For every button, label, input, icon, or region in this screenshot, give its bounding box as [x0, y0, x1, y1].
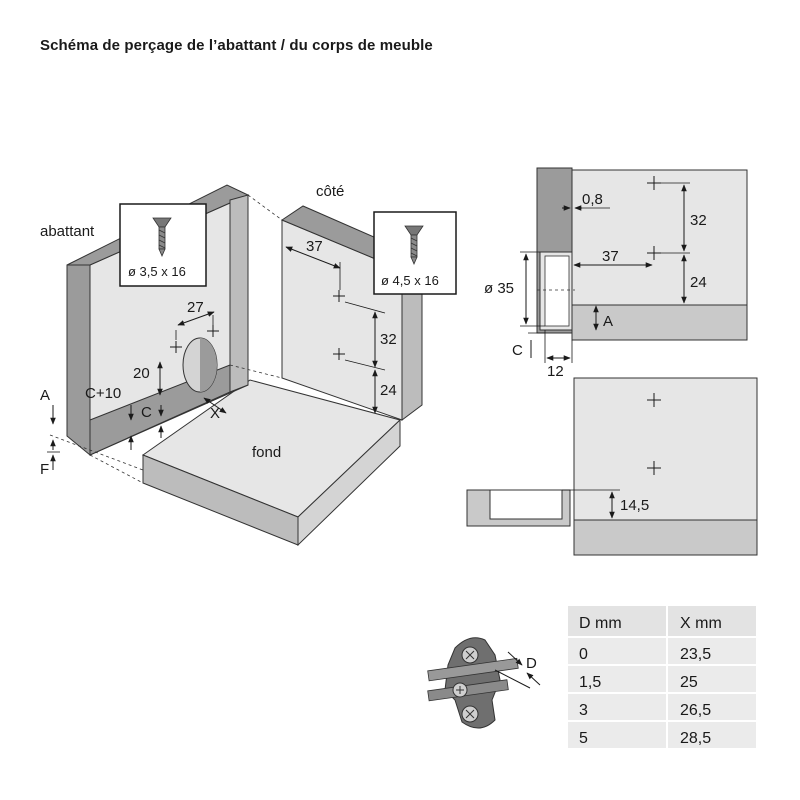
right-dim-32-label: 32 — [690, 212, 707, 229]
screw-spec-abattant: ø 3,5 x 16 — [128, 264, 186, 279]
table-cell: 25 — [680, 674, 698, 691]
page-title: Schéma de perçage de l’abattant / du cor… — [40, 37, 433, 54]
dim-24-label: 24 — [380, 382, 397, 399]
right-dim-24-label: 24 — [690, 274, 707, 291]
right-dim-37-label: 37 — [602, 248, 619, 265]
table-cell: 26,5 — [680, 702, 711, 719]
abattant-label: abattant — [40, 223, 95, 240]
right-dim-08-label: 0,8 — [582, 191, 603, 208]
right-dim-12-label: 12 — [547, 363, 564, 380]
table-cell: 1,5 — [579, 674, 601, 691]
table-cell: 23,5 — [680, 646, 711, 663]
table-header-x: X mm — [680, 615, 722, 632]
table-header-d: D mm — [579, 615, 622, 632]
mounting-plate-illustration: D — [427, 637, 541, 729]
table-cell: 0 — [579, 646, 588, 663]
bottom-section-view: 14,5 — [466, 377, 758, 556]
screw-box-abattant: ø 3,5 x 16 — [119, 203, 207, 287]
dim-c-plus-10-label: C+10 — [85, 385, 121, 402]
dim-27-label: 27 — [187, 299, 204, 316]
right-dim-phi35-label: ø 35 — [484, 280, 514, 297]
dim-32-label: 32 — [380, 331, 397, 348]
dim-a-label: A — [40, 387, 50, 404]
right-dim-145-label: 14,5 — [620, 497, 649, 514]
table-cell: 28,5 — [680, 730, 711, 747]
right-dim-c-label: C — [512, 342, 523, 359]
dim-c-label: C — [141, 404, 152, 421]
table-cell: 5 — [579, 730, 588, 747]
right-dim-a-label: A — [603, 313, 613, 330]
hinge-d-label: D — [526, 655, 537, 672]
dx-table: D mm X mm 0 23,5 1,5 25 3 26,5 5 28,5 — [566, 604, 758, 750]
fond-label: fond — [252, 444, 281, 461]
cote-label: côté — [316, 183, 344, 200]
fond-board — [141, 379, 401, 547]
dim-37-label: 37 — [306, 238, 323, 255]
side-section-view: 32 24 37 0,8 ø 35 A C 12 — [484, 167, 748, 380]
dim-x-label: X — [210, 405, 220, 422]
dim-f-label: F — [40, 461, 49, 478]
screw-icon — [152, 217, 172, 258]
screw-box-cote: ø 4,5 x 16 — [373, 211, 457, 295]
table-cell: 3 — [579, 702, 588, 719]
dim-20-label: 20 — [133, 365, 150, 382]
iso-view: 27 20 X C+10 C A F 37 32 24 — [40, 183, 457, 547]
screw-icon — [404, 225, 424, 266]
screw-spec-cote: ø 4,5 x 16 — [381, 273, 439, 288]
